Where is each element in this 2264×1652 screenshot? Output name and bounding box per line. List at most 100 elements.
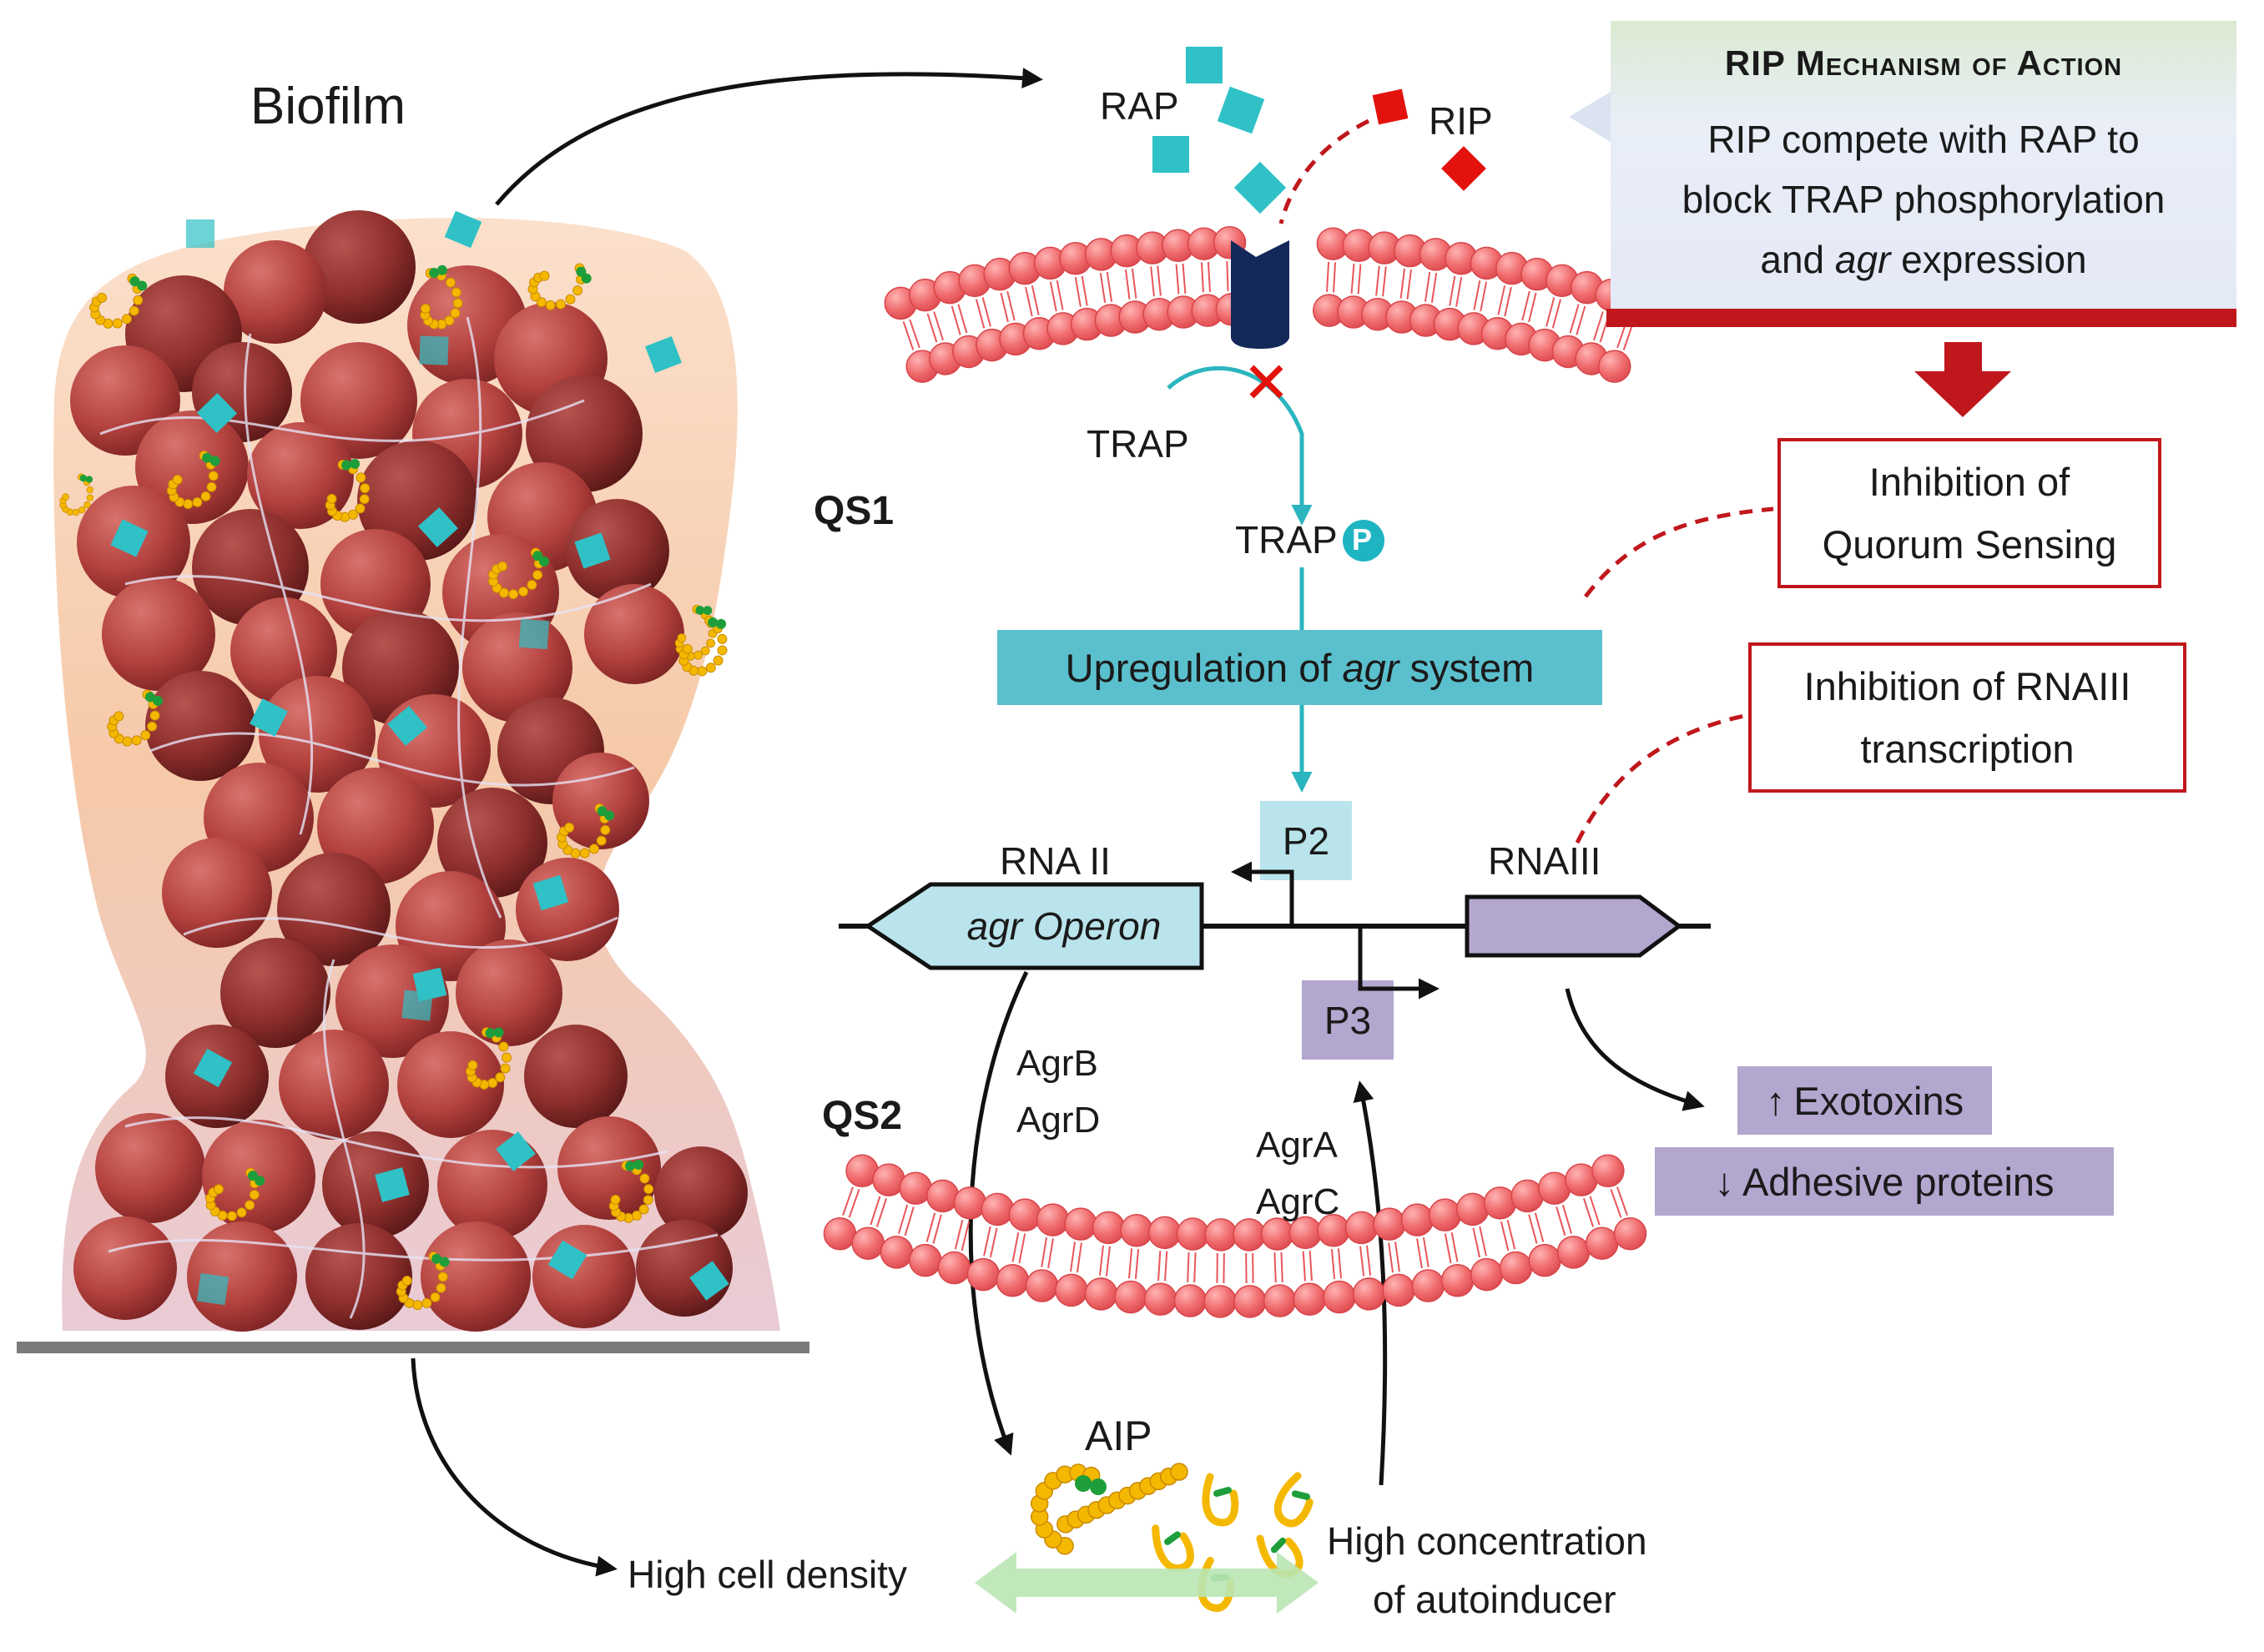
agrb-label: AgrB [1016,1043,1098,1085]
lipid-tail [1535,1213,1543,1242]
lipid-head [1457,1193,1489,1225]
lipid-tail [1395,1242,1399,1272]
lipid-head [880,1236,912,1268]
bacterial-cell [456,939,562,1046]
lipid-tail [1071,1242,1075,1272]
rap-label: RAP [1100,83,1179,128]
qs1-label: QS1 [814,488,894,534]
callout-line1: RIP compete with RAP to [1611,117,2236,162]
lipid-tail [1474,280,1480,310]
rap-molecule [1186,47,1223,83]
adhesive-box: ↓Adhesive proteins [1655,1147,2114,1216]
lipid-tail [1546,298,1554,327]
lipid-head [1324,1281,1355,1312]
lipid-tail [1001,293,1008,322]
rnaiii-gene-arrow [1467,897,1679,955]
rap-molecule [1234,162,1286,214]
bacterial-cell [636,1220,733,1317]
lipid-head [1442,1265,1474,1297]
lipid-tail [984,1226,991,1256]
lipid-head [1026,1270,1058,1302]
aip-hook [1152,1520,1195,1574]
aip-bead [87,495,93,501]
lipid-tail [1339,1248,1341,1278]
lipid-tail [1303,1252,1305,1282]
concentration-line2: of autoinducer [1373,1577,1616,1622]
rna-inhibition-dashed-line [1577,716,1744,843]
aip-bead [73,509,79,516]
rip-molecule [1373,89,1409,125]
lipid-tail [1576,306,1585,335]
lipid-head [1234,1286,1266,1317]
lipid-head [1529,1245,1561,1277]
lipid-head [1065,1208,1097,1240]
lipid-head [1177,1218,1208,1250]
lipid-head [1115,1281,1147,1312]
callout-line3-post: expression [1890,238,2086,281]
aip-hook-green [1217,1490,1228,1493]
lipid-tail [1553,300,1561,329]
agr-operon-italic: agr [967,904,1022,949]
bacterial-cell [145,671,255,781]
lipid-tail [1383,266,1386,296]
aip-bead [718,646,727,655]
lipid-head [1383,1274,1414,1306]
lipid-tail [1480,1226,1486,1256]
upregulation-suffix: system [1399,645,1534,691]
lipid-tail [1401,269,1404,299]
lipid-tail [1107,272,1112,302]
lipid-tail [1501,1221,1509,1251]
aip-hook [1206,1477,1235,1523]
lipid-head [1412,1270,1444,1302]
rna3-label: RNAIII [1488,839,1601,884]
rap-molecule [419,335,448,365]
lipid-tail [1450,276,1455,305]
lipid-tail [1498,285,1505,315]
lipid-head [1205,1219,1237,1251]
upregulation-prefix: Upregulation of [1066,645,1343,691]
p2-label: P2 [1260,801,1352,880]
lipid-head [1149,1216,1181,1248]
aip-hook-green [1295,1491,1307,1499]
lipid-head [1500,1252,1532,1284]
aip-hook-body [1152,1520,1195,1574]
rnaiii-to-outcomes-arrow [1567,989,1701,1106]
lipid-tail [1136,1249,1138,1279]
rna-inhibition-box: Inhibition of RNAIII transcription [1748,642,2186,793]
bacterial-cell [73,1216,177,1320]
lipid-tail [1202,262,1203,292]
lipid-tail [905,1206,914,1236]
lipid-tail [1158,1251,1160,1281]
lipid-tail [1281,1252,1282,1282]
aip-bead-green [1090,1478,1107,1495]
trap-label: TRAP [1087,421,1189,466]
lipid-tail [1101,273,1105,303]
agrc-label: AgrC [1256,1181,1339,1223]
lipid-tail [1187,1252,1188,1282]
lipid-tail [1076,277,1081,306]
aip-hook-body [1206,1477,1235,1523]
lipid-tail [1026,287,1032,316]
up-arrow-icon: ↑ [1766,1078,1786,1124]
lipid-head [1056,1274,1087,1306]
lipid-head [1615,1218,1646,1250]
lipid-head [1085,1278,1117,1310]
upregulation-italic: agr [1342,645,1399,691]
lipid-head [1558,1236,1590,1268]
lipid-tail [1417,1238,1422,1268]
lipid-head [1599,350,1631,382]
lipid-tail [1032,285,1039,315]
aip-bead-green [1075,1475,1092,1492]
qs-inhibition-line1: Inhibition of [1869,451,2070,513]
lipid-tail [1563,1205,1571,1234]
lipid-tail [976,300,984,329]
aip-bead [63,494,69,501]
lipid-tail [1452,1232,1458,1262]
lipid-tail [1445,1234,1451,1263]
lipid-tail [899,1205,907,1234]
lipid-tail [1183,264,1186,294]
callout-line3-italic: agr [1835,238,1890,281]
rap-molecule [1152,136,1189,173]
bacterial-cell [279,1030,389,1140]
